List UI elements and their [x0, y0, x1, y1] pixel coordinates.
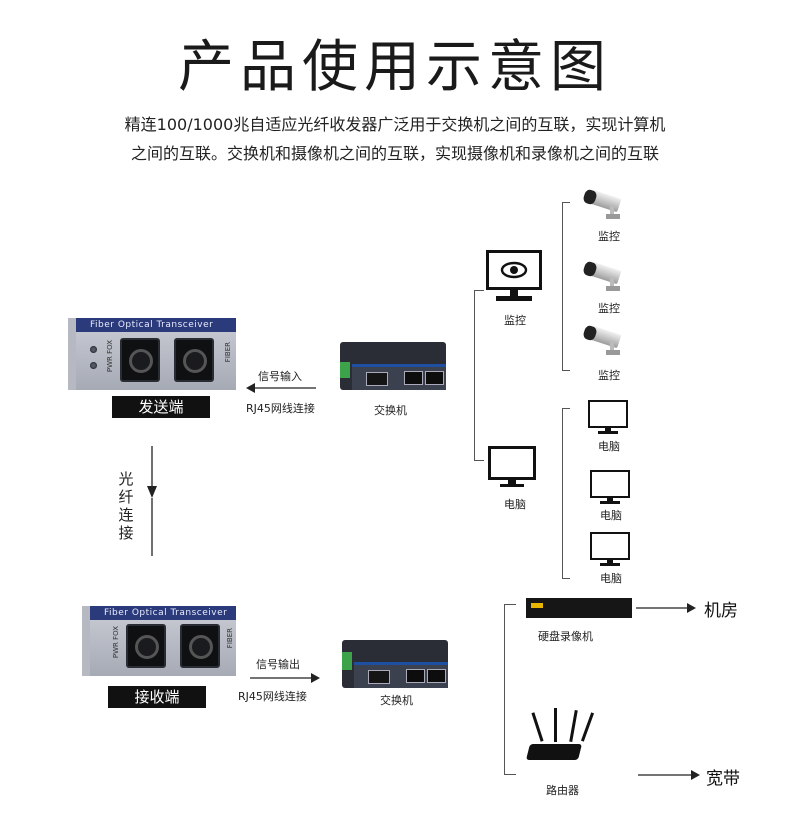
camera-icon [582, 260, 624, 294]
computer-label-3: 电脑 [600, 572, 622, 585]
computer-icon [488, 446, 536, 488]
connector-line [562, 408, 570, 409]
arrow-right-icon [250, 673, 320, 683]
camera-icon [582, 324, 624, 358]
receiver-transceiver-image: Fiber Optical Transceiver PWR FOX FIBER [82, 606, 236, 676]
rj45-cable-label-bottom: RJ45网线连接 [238, 690, 307, 703]
transceiver-right-label: FIBER [226, 628, 234, 649]
router-destination-label: 宽带 [706, 769, 740, 789]
transceiver-right-label: FIBER [224, 342, 232, 363]
rj45-port-icon [404, 371, 423, 385]
dvr-destination-label: 机房 [704, 601, 738, 621]
computer-icon [588, 400, 628, 436]
router-image [522, 704, 602, 774]
dvr-recorder-image [526, 598, 632, 618]
computer-label-1: 电脑 [598, 440, 620, 453]
connector-line [474, 460, 484, 461]
fiber-port-icon [174, 338, 214, 382]
dvr-label: 硬盘录像机 [538, 630, 593, 643]
switch-bottom-image [342, 640, 448, 688]
transceiver-left-labels: PWR FOX [106, 340, 114, 373]
connector-line [562, 202, 563, 370]
camera-label-1: 监控 [598, 230, 620, 243]
fiber-slot-icon [366, 372, 388, 386]
connector-line [504, 604, 516, 605]
transceiver-band: Fiber Optical Transceiver [90, 606, 236, 620]
connector-line [504, 604, 505, 774]
connector-line [504, 774, 516, 775]
rj45-port-icon [425, 371, 444, 385]
arrow-right-icon [636, 603, 696, 613]
switch-top-image [340, 342, 446, 390]
computer-label-2: 电脑 [600, 509, 622, 522]
camera-label-3: 监控 [598, 369, 620, 382]
computer-main-label: 电脑 [504, 498, 526, 511]
connector-line [474, 290, 484, 291]
arrow-right-icon [638, 770, 700, 780]
computer-icon [590, 532, 630, 568]
arrow-left-icon [246, 383, 316, 393]
transceiver-left-labels: PWR FOX [112, 626, 120, 659]
fiber-port-icon [120, 338, 160, 382]
sender-transceiver-image: Fiber Optical Transceiver PWR FOX FIBER [68, 318, 236, 390]
receiver-tag: 接收端 [108, 686, 206, 708]
description-line-1: 精连100/1000兆自适应光纤收发器广泛用于交换机之间的互联，实现计算机 [124, 115, 666, 134]
led-icon [90, 346, 97, 353]
terminal-block-icon [342, 652, 352, 670]
led-icon [90, 362, 97, 369]
monitoring-display-image [486, 250, 542, 304]
rj45-port-icon [427, 669, 446, 683]
monitor-label: 监控 [504, 314, 526, 327]
fiber-port-icon [180, 624, 220, 668]
fiber-port-icon [126, 624, 166, 668]
connector-line [562, 202, 570, 203]
description-line-2: 之间的互联。交换机和摄像机之间的互联，实现摄像机和录像机之间的互联 [130, 144, 659, 163]
fiber-slot-icon [368, 670, 390, 684]
connector-line [562, 578, 570, 579]
router-label: 路由器 [546, 784, 579, 797]
signal-output-label: 信号输出 [256, 658, 300, 671]
sender-tag: 发送端 [112, 396, 210, 418]
rj45-cable-label: RJ45网线连接 [246, 402, 315, 415]
rj45-port-icon [406, 669, 425, 683]
signal-input-label: 信号输入 [258, 370, 302, 383]
switch-bottom-label: 交换机 [380, 694, 413, 707]
transceiver-band: Fiber Optical Transceiver [76, 318, 236, 332]
description: 精连100/1000兆自适应光纤收发器广泛用于交换机之间的互联，实现计算机 之间… [80, 110, 710, 168]
dvr-led-icon [531, 603, 543, 608]
fiber-connection-label: 光 纤 连 接 [118, 470, 134, 542]
terminal-block-icon [340, 362, 350, 378]
connector-line [562, 408, 563, 578]
connector-line [474, 290, 475, 460]
connector-line [562, 370, 570, 371]
computer-icon [590, 470, 630, 506]
camera-icon [582, 188, 624, 222]
eye-icon [500, 261, 528, 279]
fiber-link-arrow-icon [147, 446, 157, 556]
camera-label-2: 监控 [598, 302, 620, 315]
switch-top-label: 交换机 [374, 404, 407, 417]
page-title: 产品使用示意图 [178, 35, 612, 100]
